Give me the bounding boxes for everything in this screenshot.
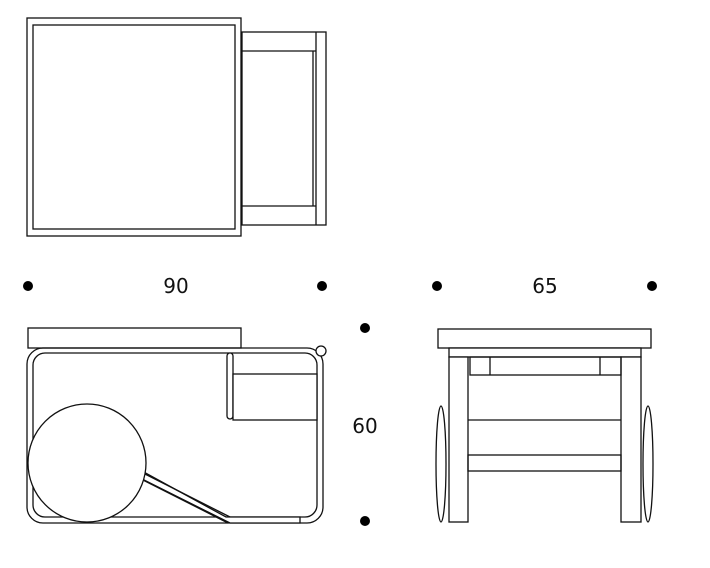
front-view: [435, 328, 654, 523]
side-view: [26, 327, 327, 524]
front-view-wheel-right: [642, 405, 654, 523]
dimension-markers: 90 65 60: [23, 274, 657, 526]
front-view-leg-left: [448, 356, 469, 523]
front-view-leg-right: [620, 356, 642, 523]
side-view-wheel: [27, 403, 147, 523]
side-view-top-tray: [27, 327, 242, 349]
side-view-drawer: [232, 373, 318, 421]
top-view-tray-inner: [32, 24, 236, 230]
top-view: [26, 17, 327, 237]
side-view-frame-outer: [26, 347, 324, 524]
top-view-shelf: [241, 31, 327, 226]
width-dot-left: [23, 281, 33, 291]
front-view-wheel-left: [435, 405, 447, 523]
width-dot-right: [317, 281, 327, 291]
front-view-lower-shelf: [467, 454, 622, 472]
top-view-tray-outer: [26, 17, 242, 237]
side-view-knob: [315, 345, 327, 357]
height-dot-bottom: [360, 516, 370, 526]
front-view-top-band: [448, 347, 642, 358]
side-view-rail: [226, 352, 234, 420]
side-view-frame-inner: [32, 352, 318, 518]
depth-dot-right: [647, 281, 657, 291]
width-label: 90: [163, 274, 188, 298]
depth-label: 65: [532, 274, 557, 298]
height-label: 60: [352, 414, 377, 438]
depth-dot-left: [432, 281, 442, 291]
front-view-apron: [469, 356, 622, 376]
front-view-top-tray: [437, 328, 652, 349]
height-dot-top: [360, 323, 370, 333]
